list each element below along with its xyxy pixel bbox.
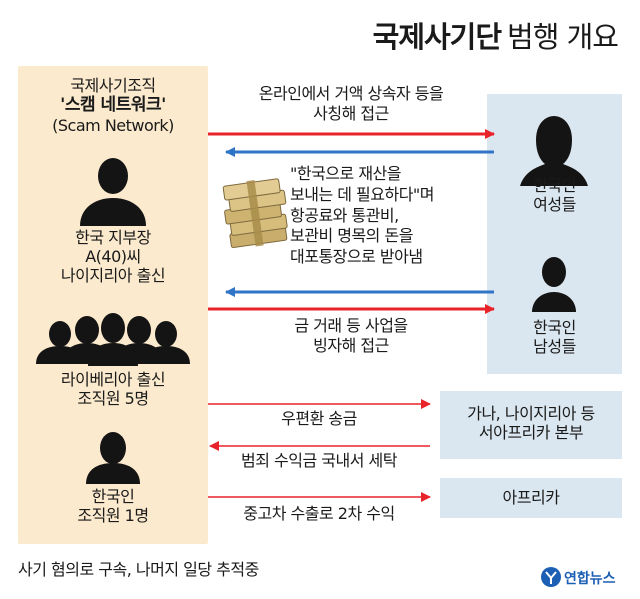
men-line2: 남성들 xyxy=(533,337,576,357)
branch-boss-silhouette-icon xyxy=(80,158,146,226)
korean-member-line2: 조직원 1명 xyxy=(77,506,149,526)
money-line5: 대포통장으로 받아냄 xyxy=(290,247,423,267)
yonhap-logo-icon xyxy=(541,567,561,587)
secondary-profit-label: 중고차 수출로 2차 수익 xyxy=(243,504,395,523)
women-line2: 여성들 xyxy=(533,195,576,215)
money-line1: "한국으로 재산을 xyxy=(290,164,402,183)
africa-box xyxy=(440,478,622,518)
branch-line3: 나이지리아 출신 xyxy=(60,266,166,286)
approach-women-line1: 온라인에서 거액 상속자 등을 xyxy=(258,84,444,103)
branch-line2: A(40)씨 xyxy=(85,247,141,267)
money-line4: 보관비 명목의 돈을 xyxy=(290,226,413,246)
hq-line1: 가나, 나이지리아 등 xyxy=(467,404,595,423)
money-line3: 항공료와 통관비, xyxy=(290,205,399,225)
org-line3: (Scam Network) xyxy=(52,115,174,135)
liberia-line1: 라이베리아 출신 xyxy=(60,370,166,389)
branch-boss-label: 한국 지부장 A(40)씨 나이지리아 출신 xyxy=(18,228,208,286)
credit-text: 연합뉴스 xyxy=(564,571,616,587)
approach-women-line2: 사칭해 접근 xyxy=(313,104,389,123)
org-line1: 국제사기조직 xyxy=(70,76,156,95)
approach-men-label: 금 거래 등 사업을 빙자해 접근 xyxy=(208,316,494,356)
africa-label: 아프리카 xyxy=(502,488,560,507)
org-name: 국제사기조직 '스캠 네트워크' (Scam Network) xyxy=(18,76,208,135)
hq-line2: 서아프리카 본부 xyxy=(478,423,584,443)
branch-line1: 한국 지부장 xyxy=(75,228,151,247)
approach-men-line2: 빙자해 접근 xyxy=(313,336,389,355)
liberia-line2: 조직원 5명 xyxy=(77,389,149,409)
korean-member-line1: 한국인 xyxy=(91,487,135,506)
man-silhouette-icon xyxy=(532,257,576,312)
money-line2: 보내는 데 필요하다"며 xyxy=(290,184,435,204)
liberia-members-silhouette-icon xyxy=(36,313,190,366)
korean-member-label: 한국인 조직원 1명 xyxy=(18,487,208,525)
men-line1: 한국인 xyxy=(533,318,576,337)
woman-silhouette-icon xyxy=(520,116,588,186)
men-victims-label: 한국인 남성들 xyxy=(487,318,622,356)
money-stack-icon xyxy=(222,178,288,249)
title-bold: 국제사기단 xyxy=(372,20,502,54)
footer-note: 사기 혐의로 구속, 나머지 일당 추적중 xyxy=(18,560,259,579)
hq-box xyxy=(440,391,622,459)
korean-member-silhouette-icon xyxy=(86,432,140,484)
women-victims-label: 한국인 여성들 xyxy=(487,176,622,214)
approach-men-line1: 금 거래 등 사업을 xyxy=(294,316,408,335)
money-transfer-label: "한국으로 재산을 보내는 데 필요하다"며 항공료와 통관비, 보관비 명목의… xyxy=(290,164,480,268)
women-line1: 한국인 xyxy=(533,176,576,195)
launder-label: 범죄 수익금 국내서 세탁 xyxy=(241,451,397,470)
title-light: 범행 개요 xyxy=(507,20,619,54)
liberia-members-label: 라이베리아 출신 조직원 5명 xyxy=(18,370,208,408)
remit-label: 우편환 송금 xyxy=(281,409,357,428)
hq-label: 가나, 나이지리아 등 서아프리카 본부 xyxy=(440,404,622,442)
approach-women-label: 온라인에서 거액 상속자 등을 사칭해 접근 xyxy=(208,84,494,124)
org-line2: '스캠 네트워크' xyxy=(60,95,166,116)
